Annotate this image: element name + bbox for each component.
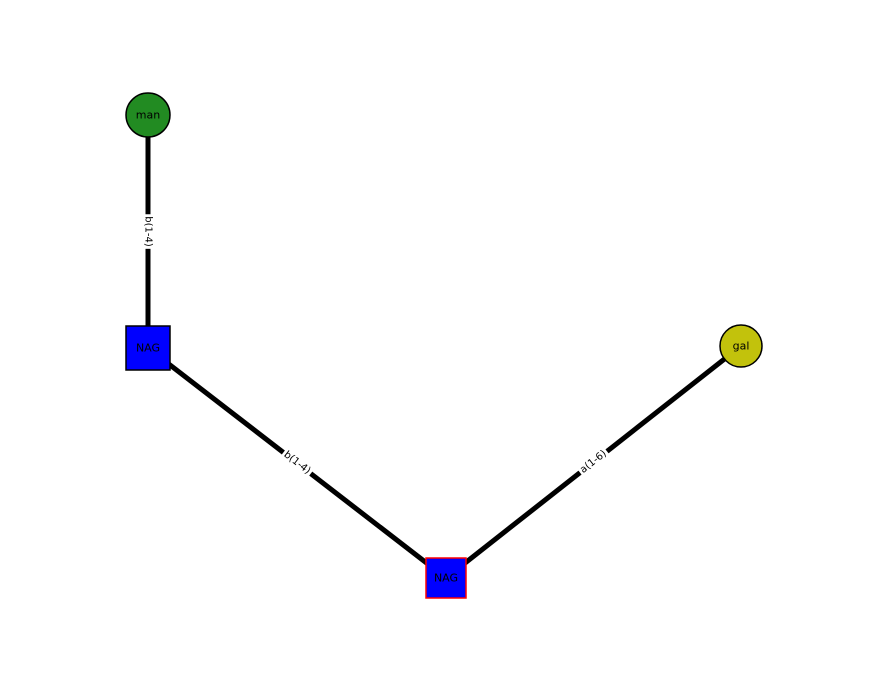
edge-label-man-nag1: b(1-4) — [141, 214, 155, 249]
edge-label-bg — [279, 447, 315, 479]
edge-label-text: b(1-4) — [282, 449, 313, 476]
edge-label-text: a(1-6) — [578, 448, 609, 475]
node-gal-circle — [719, 324, 763, 368]
node-nag1-square — [125, 325, 171, 371]
edge-label-nag2-gal: a(1-6) — [576, 446, 612, 478]
node-nag2-label: NAG — [434, 572, 458, 585]
edge-label-bg — [576, 446, 612, 478]
edge-label-text: b(1-4) — [143, 216, 154, 247]
node-man-label: man — [136, 109, 160, 122]
edge-label-bg — [141, 214, 155, 249]
node-nag1-label: NAG — [136, 342, 160, 355]
node-gal-label: gal — [733, 340, 750, 353]
node-man-circle — [125, 92, 171, 138]
node-nag2-square — [425, 557, 467, 599]
edge-label-nag1-nag2: b(1-4) — [279, 447, 315, 479]
